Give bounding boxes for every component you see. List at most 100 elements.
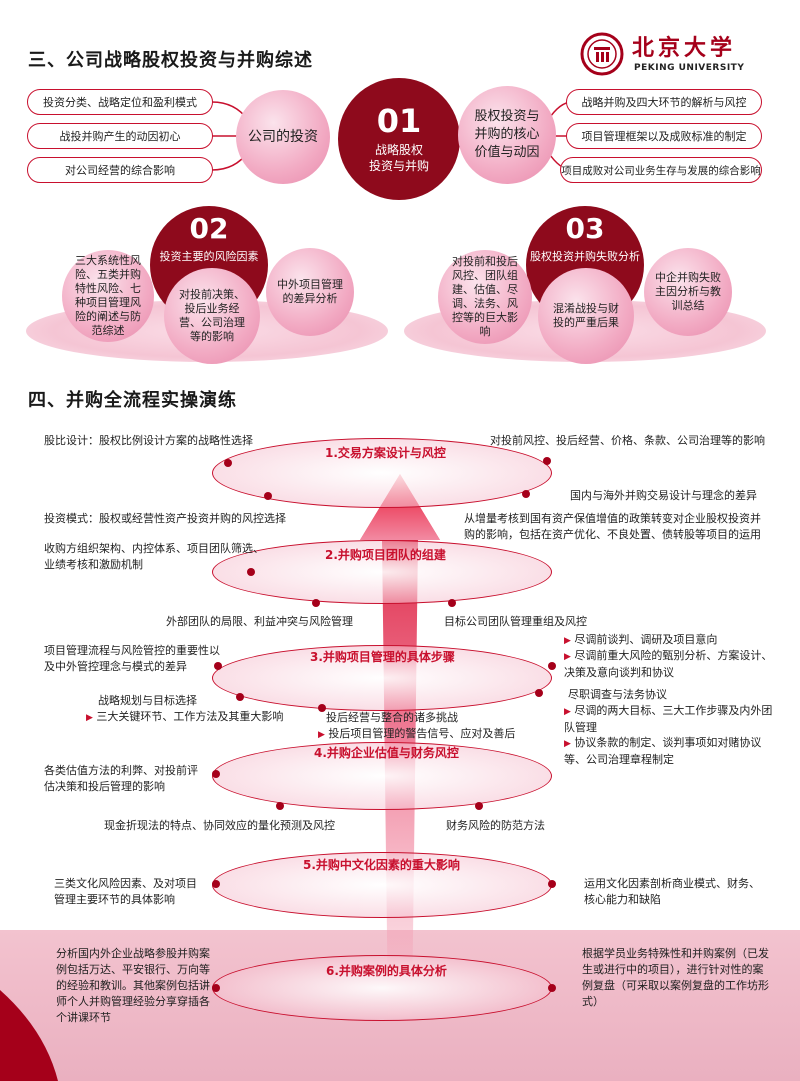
block03-title: 股权投资并购失败分析 <box>530 250 640 263</box>
right-circle: 股权投资与 并购的核心 价值与动因 <box>458 86 556 184</box>
s3-right-a1-text: 尽调前谈判、调研及项目意向 <box>574 633 718 646</box>
block03-circle-3-text: 中企并购失败主因分析与教训总结 <box>655 271 721 312</box>
dot <box>236 693 244 701</box>
stage5-ellipse <box>212 852 552 918</box>
s1b-right: 从增量考核到国有资产保值增值的政策转变对企业股权投资并购的影响，包括在资产优化、… <box>464 512 761 541</box>
s3-right-b2-text: 尽调的两大目标、三大工作步骤及内外团队管理 <box>564 704 773 734</box>
block02-circle-2-text: 对投前决策、投后业务经营、公司治理等的影响 <box>179 288 245 343</box>
left-circle-label: 公司的投资 <box>248 129 318 145</box>
dot <box>224 459 232 467</box>
corner-accent <box>0 990 58 1081</box>
right-circle-line1: 股权投资与 <box>474 109 540 124</box>
block03-circle-3: 中企并购失败主因分析与教训总结 <box>644 248 732 336</box>
dot <box>548 880 556 888</box>
stage2-ellipse <box>212 540 552 604</box>
block02-circle-3: 中外项目管理的差异分析 <box>266 248 354 336</box>
right-pill-1: 战略并购及四大环节的解析与风控 <box>566 89 762 115</box>
s3-right-b3-text: 协议条款的制定、谈判事项如对赌协议等、公司治理章程制定 <box>564 736 762 766</box>
left-pill-3: 对公司经营的综合影响 <box>27 157 213 183</box>
block03-circle-2-text: 混淆战投与财投的严重后果 <box>553 302 619 329</box>
s3-left-b: 战略规划与目标选择 <box>98 694 197 707</box>
dot <box>264 492 272 500</box>
dot <box>318 704 326 712</box>
s2-left: 收购方组织架构、内控体系、项目团队筛选、业绩考核和激励机制 <box>44 542 264 571</box>
s4-bottom-right: 财务风险的防范方法 <box>446 819 545 832</box>
stage2-title: 2.并购项目团队的组建 <box>325 548 446 562</box>
s3-center-b2-text: 投后项目管理的警告信号、应对及善后 <box>328 727 516 740</box>
s6-left: 分析国内外企业战略参股并购案例包括万达、平安银行、万向等的经验和教训。其他案例包… <box>56 947 210 1024</box>
bullet-arrow-icon: ▶ <box>564 739 571 749</box>
dot <box>214 662 222 670</box>
s3-right-a1: ▶ 尽调前谈判、调研及项目意向 <box>564 632 717 649</box>
center-label-2: 投资与并购 <box>368 159 429 173</box>
s3-right-b3: ▶ 协议条款的制定、谈判事项如对赌协议等、公司治理章程制定 <box>564 735 774 768</box>
section3-title: 三、公司战略股权投资与并购综述 <box>28 50 313 71</box>
stage3-title: 3.并购项目管理的具体步骤 <box>310 650 455 664</box>
dot <box>212 880 220 888</box>
block02-number: 02 <box>189 212 229 245</box>
s1-right-top: 对投前风控、投后经营、价格、条款、公司治理等的影响 <box>490 434 765 447</box>
dot <box>247 568 255 576</box>
bullet-arrow-icon: ▶ <box>564 652 571 662</box>
stage5-title: 5.并购中文化因素的重大影响 <box>303 858 460 872</box>
left-circle: 公司的投资 <box>236 90 330 184</box>
block02-title: 投资主要的风险因素 <box>159 250 259 263</box>
dot <box>548 662 556 670</box>
block02-circle-1-text: 三大系统性风险、五类并购特性风险、七种项目管理风险的阐述与防范综述 <box>75 254 141 337</box>
s1b-left: 投资模式：股权或经营性资产投资并购的风控选择 <box>44 512 286 525</box>
dot <box>212 984 220 992</box>
dot <box>475 802 483 810</box>
right-pill-2: 项目管理框架以及成败标准的制定 <box>566 123 762 149</box>
dot <box>276 802 284 810</box>
s2-bottom-left: 外部团队的局限、利益冲突与风险管理 <box>166 615 353 628</box>
block02-circle-3-text: 中外项目管理的差异分析 <box>277 278 343 305</box>
block03-circle-1: 对投前和投后风控、团队组建、估值、尽调、法务、风控等的巨大影响 <box>438 250 532 344</box>
bullet-arrow-icon: ▶ <box>564 636 571 646</box>
block02-circle-1: 三大系统性风险、五类并购特性风险、七种项目管理风险的阐述与防范综述 <box>62 250 154 342</box>
s4-bottom-left: 现金折现法的特点、协同效应的量化预测及风控 <box>104 819 335 832</box>
dot <box>522 490 530 498</box>
stage1-title: 1.交易方案设计与风控 <box>325 446 446 460</box>
section4-title: 四、并购全流程实操演练 <box>28 390 237 411</box>
s3-center-b2: ▶ 投后项目管理的警告信号、应对及善后 <box>318 726 515 743</box>
right-circle-line3: 价值与动因 <box>474 145 540 160</box>
block03-number: 03 <box>565 212 605 245</box>
stage4-title: 4.并购企业估值与财务风控 <box>314 746 459 760</box>
block03-circle-1-text: 对投前和投后风控、团队组建、估值、尽调、法务、风控等的巨大影响 <box>452 255 518 338</box>
s3-left-b2: ▶ 三大关键环节、工作方法及其重大影响 <box>86 709 283 726</box>
stage3-ellipse <box>212 645 552 711</box>
s1-right-bottom: 国内与海外并购交易设计与理念的差异 <box>570 489 757 502</box>
logo-english: PEKING UNIVERSITY <box>634 63 745 73</box>
dot <box>543 457 551 465</box>
dot <box>212 770 220 778</box>
stage6-title: 6.并购案例的具体分析 <box>326 964 447 978</box>
block02-circle-2: 对投前决策、投后业务经营、公司治理等的影响 <box>164 268 260 364</box>
bullet-arrow-icon: ▶ <box>564 707 571 717</box>
seal-icon <box>580 32 624 76</box>
dot <box>448 599 456 607</box>
bullet-arrow-icon: ▶ <box>86 713 93 723</box>
s5-right: 运用文化因素剖析商业模式、财务、核心能力和缺陷 <box>584 877 760 906</box>
s3-left-b2-text: 三大关键环节、工作方法及其重大影响 <box>96 710 284 723</box>
s4-left: 各类估值方法的利弊、对投前评估决策和投后管理的影响 <box>44 764 198 793</box>
logo-chinese: 北京大学 <box>632 35 737 61</box>
s3-right-a2: ▶ 尽调前重大风险的甄别分析、方案设计、决策及意向谈判和协议 <box>564 648 774 681</box>
right-pill-3: 项目成败对公司业务生存与发展的综合影响 <box>560 157 762 183</box>
s6-right: 根据学员业务特殊性和并购案例（已发生或进行中的项目），进行针对性的案例复盘（可采… <box>582 947 769 1008</box>
university-logo: 北京大学 PEKING UNIVERSITY <box>580 30 760 78</box>
left-pill-2: 战投并购产生的动因初心 <box>27 123 213 149</box>
s3-right-b1: 尽职调查与法务协议 <box>568 688 667 701</box>
left-pill-1: 投资分类、战略定位和盈利模式 <box>27 89 213 115</box>
dot <box>548 984 556 992</box>
dot <box>535 689 543 697</box>
s3-right-b2: ▶ 尽调的两大目标、三大工作步骤及内外团队管理 <box>564 703 774 736</box>
right-circle-line2: 并购的核心 <box>474 127 540 142</box>
stage4-ellipse <box>212 742 552 810</box>
s1-left: 股比设计：股权比例设计方案的战略性选择 <box>44 434 253 447</box>
center-number: 01 <box>376 102 422 140</box>
s3-right-a2-text: 尽调前重大风险的甄别分析、方案设计、决策及意向谈判和协议 <box>564 649 773 679</box>
center-label-1: 战略股权 <box>374 143 423 157</box>
bullet-arrow-icon: ▶ <box>318 730 325 740</box>
s5-left: 三类文化风险因素、及对项目管理主要环节的具体影响 <box>54 877 197 906</box>
stage1-ellipse <box>212 438 552 508</box>
